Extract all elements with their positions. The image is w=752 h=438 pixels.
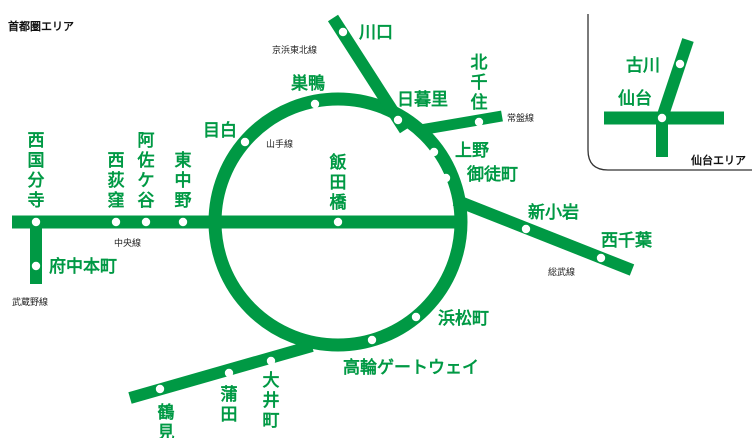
station-dot-nishikokubunji[interactable] [31, 217, 41, 227]
station-dot-ueno[interactable] [429, 147, 439, 157]
station-dot-furukawa[interactable] [675, 59, 685, 69]
station-label-kitasenju[interactable]: 北千住 [471, 53, 488, 113]
station-labels: 川口 巣鴨 日暮里 目白 上野 御徒町 新小岩 西千葉 府中本町 浜松町 高輪ゲ… [49, 23, 660, 378]
track-lines [12, 14, 724, 404]
station-dot-kamata[interactable] [224, 368, 234, 378]
station-dot-nishiogikubo[interactable] [111, 217, 121, 227]
station-label-asagaya[interactable]: 阿佐ケ谷 [137, 131, 156, 211]
station-dot-higashinakano[interactable] [178, 217, 188, 227]
station-dot-kawaguchi[interactable] [338, 27, 348, 37]
station-dot-nippori[interactable] [393, 115, 403, 125]
musashino-line-label: 武蔵野線 [12, 296, 48, 308]
station-label-iidabashi[interactable]: 飯田橋 [329, 152, 348, 213]
keihin-north-track [327, 14, 411, 134]
station-label-shinkoiwa[interactable]: 新小岩 [528, 202, 579, 223]
station-dot-takanawagateway[interactable] [367, 335, 377, 345]
station-dot-nishichiba[interactable] [596, 253, 606, 263]
station-label-nishichiba[interactable]: 西千葉 [601, 230, 653, 251]
station-dot-hamamatsucho[interactable] [411, 312, 421, 322]
station-dot-fuchuhonmachi[interactable] [31, 261, 41, 271]
station-dot-sendai[interactable] [657, 113, 667, 123]
sendai-diagonal-track [656, 38, 694, 120]
station-label-kawaguchi[interactable]: 川口 [358, 23, 393, 43]
keihin-line-label: 京浜東北線 [272, 44, 317, 56]
station-label-mejiro[interactable]: 目白 [203, 120, 237, 141]
station-label-nippori[interactable]: 日暮里 [397, 89, 448, 110]
station-label-nishikokubunji[interactable]: 西国分寺 [28, 131, 45, 211]
station-label-okachimachi[interactable]: 御徒町 [466, 164, 518, 185]
station-dot-asagaya[interactable] [141, 217, 151, 227]
joban-line-track [419, 110, 503, 136]
vertical-station-labels: 北千住 飯田橋 西国分寺 西荻窪 阿佐ケ谷 東中野 鶴見 蒲田 大井町 [28, 53, 488, 438]
station-label-nishiogikubo[interactable]: 西荻窪 [108, 151, 125, 211]
inset-border [587, 14, 752, 171]
station-dots [31, 27, 685, 394]
station-label-oimachi[interactable]: 大井町 [263, 370, 280, 431]
station-label-takanawagateway[interactable]: 高輪ゲートウェイ [343, 357, 479, 378]
station-dot-okachimachi[interactable] [441, 173, 451, 183]
station-label-fuchuhonmachi[interactable]: 府中本町 [49, 256, 117, 277]
station-label-ueno[interactable]: 上野 [455, 141, 489, 161]
station-dot-shinkoiwa[interactable] [521, 224, 531, 234]
inset-title: 仙台エリア [691, 153, 746, 167]
station-label-sugamo[interactable]: 巣鴨 [290, 73, 325, 94]
yamanote-line-label: 山手線 [266, 138, 293, 150]
station-dot-kitasenju[interactable] [474, 117, 484, 127]
station-dot-iidabashi[interactable] [333, 217, 343, 227]
station-dot-mejiro[interactable] [240, 137, 250, 147]
station-dot-sugamo[interactable] [310, 99, 320, 109]
region-title: 首都圏エリア [8, 19, 74, 33]
station-label-higashinakano[interactable]: 東中野 [175, 150, 192, 211]
joban-line-label: 常盤線 [507, 112, 534, 124]
sobu-line-label: 総武線 [548, 266, 575, 278]
line-labels: 京浜東北線 山手線 常盤線 中央線 総武線 武蔵野線 [12, 44, 575, 308]
station-label-kamata[interactable]: 蒲田 [221, 385, 238, 425]
station-label-hamamatsucho[interactable]: 浜松町 [438, 308, 489, 329]
station-label-furukawa[interactable]: 古川 [626, 55, 660, 76]
station-dot-tsurumi[interactable] [155, 384, 165, 394]
station-label-sendai[interactable]: 仙台 [618, 88, 652, 109]
chuo-line-label: 中央線 [114, 237, 141, 249]
station-dot-oimachi[interactable] [266, 356, 276, 366]
station-label-tsurumi[interactable]: 鶴見 [157, 402, 175, 438]
